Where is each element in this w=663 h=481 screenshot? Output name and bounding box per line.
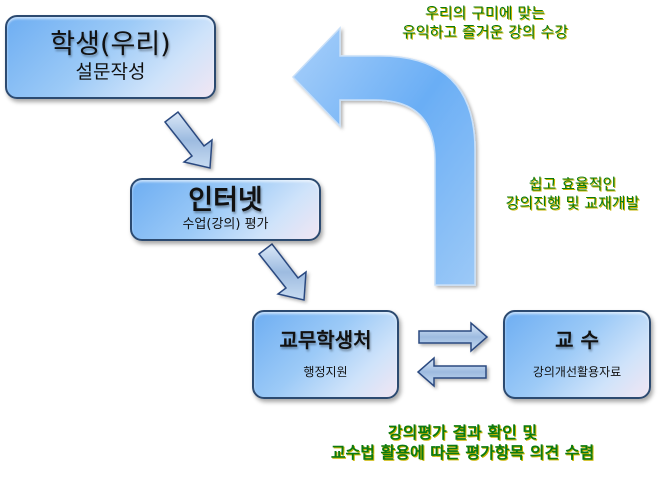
note-top-line2: 유익하고 즐거운 강의 수강	[401, 22, 569, 41]
node-internet-title: 인터넷	[188, 185, 263, 217]
note-bottom-line1: 강의평가 결과 확인 및	[387, 423, 538, 442]
node-student-subtitle: 설문작성	[75, 61, 146, 84]
feedback-curved-arrow	[291, 26, 476, 286]
note-top: 우리의 구미에 맞는 유익하고 즐거운 강의 수강	[330, 4, 640, 42]
arrow-office-to-professor	[418, 321, 489, 353]
node-professor-subtitle: 강의개선활용자료	[532, 365, 622, 380]
node-professor-title: 교 수	[555, 328, 599, 353]
arrow-student-to-internet	[163, 110, 213, 169]
node-academic-office-subtitle: 행정지원	[303, 365, 348, 380]
note-top-line1: 우리의 구미에 맞는	[425, 4, 545, 22]
note-bottom-line2: 교수법 활용에 따른 평가항목 의견 수렴	[330, 443, 595, 462]
arrow-professor-to-office	[416, 356, 487, 388]
node-internet-subtitle: 수업(강의) 평가	[182, 217, 269, 233]
arrow-internet-to-office	[257, 242, 307, 301]
node-academic-office: 교무학생처 행정지원	[252, 310, 399, 399]
note-right-line2: 강의진행 및 교재개발	[505, 193, 640, 212]
node-student: 학생(우리) 설문작성	[5, 15, 216, 99]
note-right: 쉽고 효율적인 강의진행 및 교재개발	[485, 175, 660, 213]
node-student-title: 학생(우리)	[50, 28, 171, 60]
node-professor: 교 수 강의개선활용자료	[503, 310, 651, 399]
node-internet: 인터넷 수업(강의) 평가	[130, 178, 321, 241]
node-academic-office-title: 교무학생처	[279, 328, 372, 353]
note-right-line1: 쉽고 효율적인	[528, 175, 617, 193]
note-bottom: 강의평가 결과 확인 및 교수법 활용에 따른 평가항목 의견 수렴	[265, 423, 660, 463]
